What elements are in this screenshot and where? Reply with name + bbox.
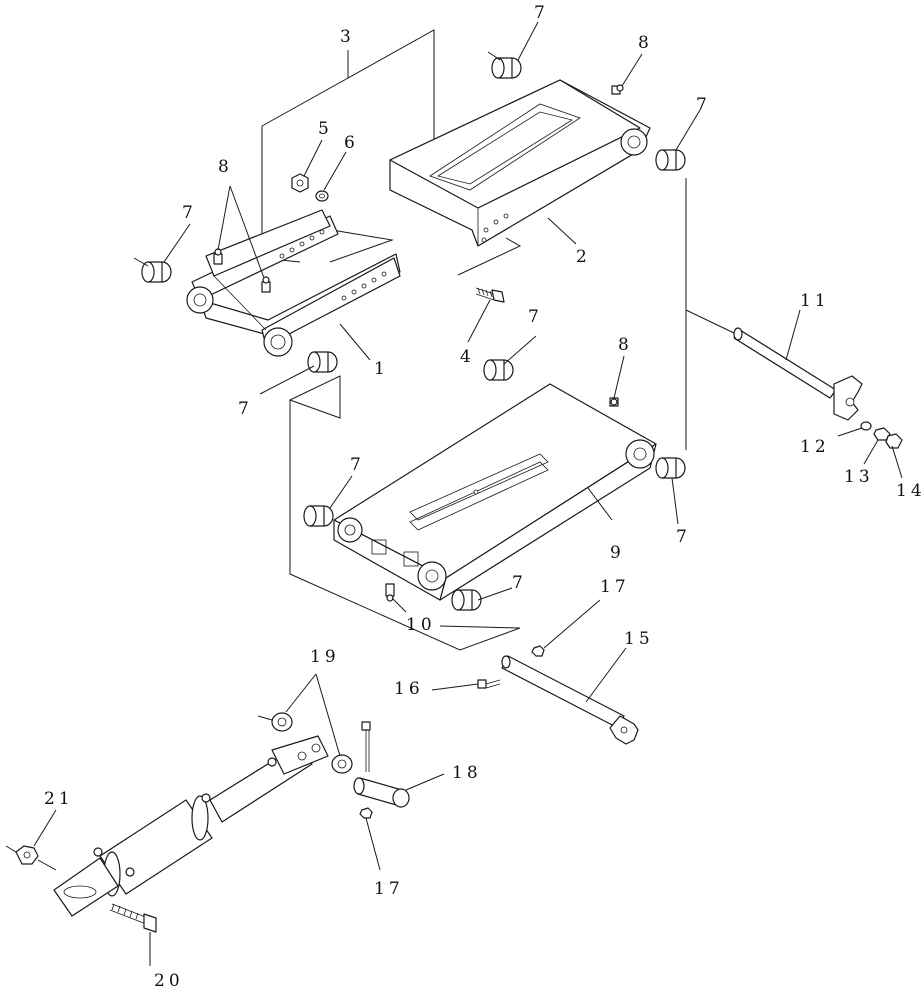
- grease-fitting-lower: [609, 397, 619, 407]
- callout-8-lower: 8: [618, 335, 633, 355]
- callout-3: 3: [340, 27, 355, 47]
- callout-12: 12: [800, 437, 830, 457]
- callout-7-top: 7: [534, 3, 549, 23]
- nut-and-washer-5-6: [291, 173, 329, 202]
- leader-lines: [33, 21, 903, 966]
- bolt-part-4: [475, 287, 505, 303]
- callout-18: 18: [452, 763, 482, 783]
- washers-part-19: [257, 712, 353, 774]
- bushing-lower-right: [451, 589, 482, 611]
- bushing-top: [491, 57, 522, 79]
- shaft-part-11: [733, 327, 903, 449]
- callout-7-left: 7: [182, 203, 197, 223]
- clevis-pin-part-18: [353, 721, 410, 808]
- callout-7-lower-right: 7: [676, 527, 691, 547]
- callout-7-bottom: 7: [512, 573, 527, 593]
- callout-20: 20: [154, 971, 184, 991]
- nut-part-21: [5, 845, 57, 871]
- grease-fitting-left-b: [261, 276, 271, 293]
- callout-5: 5: [318, 119, 333, 139]
- callout-19: 19: [310, 647, 340, 667]
- callout-4: 4: [460, 347, 475, 367]
- callout-8-top: 8: [638, 33, 653, 53]
- callout-21: 21: [44, 789, 74, 809]
- callout-15: 15: [624, 629, 654, 649]
- callout-1: 1: [374, 359, 389, 379]
- grease-fitting-left-a: [213, 248, 223, 265]
- callout-7-left-lower: 7: [238, 399, 253, 419]
- callout-7-right-upper: 7: [696, 95, 711, 115]
- callout-2: 2: [576, 247, 591, 267]
- callout-7-lower-left: 7: [350, 455, 365, 475]
- small-bolt-part-16: [477, 679, 501, 689]
- bushing-right-upper: [655, 149, 686, 171]
- bolt-part-20: [109, 903, 157, 933]
- callout-16: 16: [394, 679, 424, 699]
- callout-13: 13: [844, 467, 874, 487]
- callout-7-mid: 7: [528, 307, 543, 327]
- bushing-left: [141, 261, 172, 283]
- nuts-part-17: [359, 645, 545, 819]
- callout-11: 11: [800, 291, 830, 311]
- bushing-mid: [483, 359, 514, 381]
- pin-part-15: [501, 655, 639, 745]
- grease-fitting-part-10: [385, 583, 395, 602]
- grease-fitting-top: [611, 84, 624, 95]
- turnbuckle-assembly: [53, 735, 329, 917]
- callout-17-bottom: 17: [374, 879, 404, 899]
- callout-6: 6: [344, 133, 359, 153]
- callout-10: 10: [406, 615, 436, 635]
- callout-9: 9: [610, 543, 625, 563]
- upper-arm-part-2: [389, 79, 651, 247]
- bushing-right-lower: [655, 457, 686, 479]
- callout-14: 14: [896, 481, 924, 501]
- bushing-lower-left: [303, 505, 334, 527]
- callout-labels: 1 2 3 4 5 6 7 7 7 7 7 7 7 7 8 8 8 9 10 1…: [44, 3, 924, 991]
- lower-arm-part-9: [333, 383, 657, 601]
- callout-8-left: 8: [218, 157, 233, 177]
- bushings-part-7: [133, 51, 686, 611]
- left-bracket-part-1: [186, 209, 401, 357]
- bushing-left-lower: [307, 351, 338, 373]
- group-outline-lines: [261, 29, 737, 651]
- callout-17-top: 17: [600, 577, 630, 597]
